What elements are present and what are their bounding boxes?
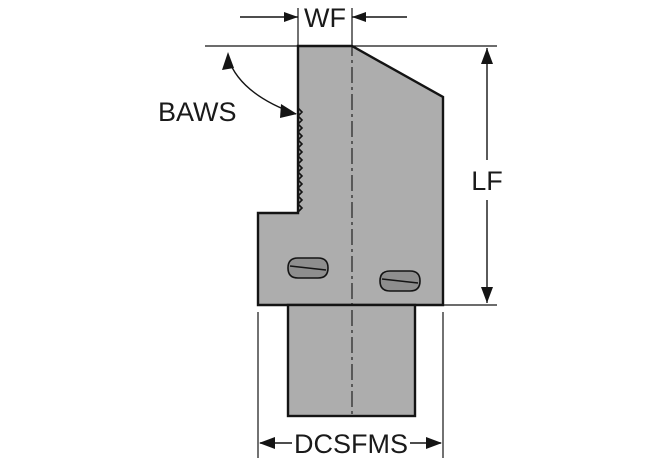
- left-slot: [287, 257, 329, 279]
- right-slot: [379, 270, 421, 292]
- dcsfms-label: DCSFMS: [294, 429, 408, 459]
- lf-label: LF: [471, 166, 503, 196]
- baws-label: BAWS: [158, 97, 237, 127]
- wf-label: WF: [304, 3, 346, 33]
- dcsfms-dimension: [257, 312, 444, 458]
- tool-body: [256, 44, 445, 307]
- serration-profile: [296, 107, 304, 213]
- wf-dimension: [240, 8, 407, 46]
- baws-angle-indicator: [222, 52, 297, 118]
- lf-dimension: [443, 48, 497, 306]
